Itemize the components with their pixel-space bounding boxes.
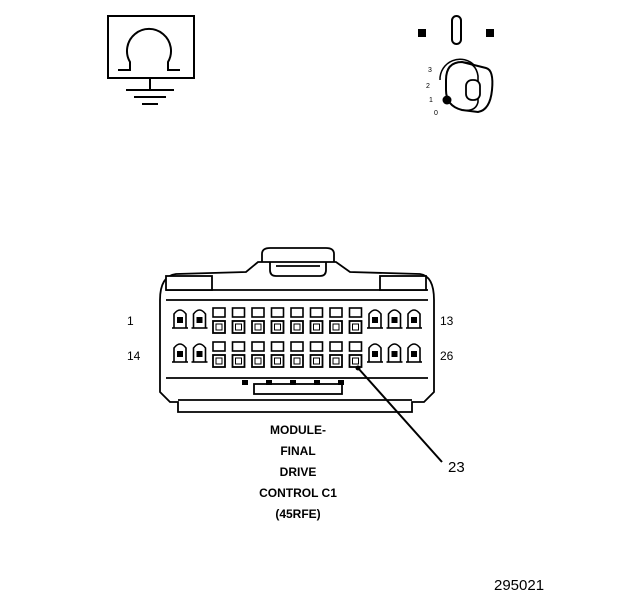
key-position-1: 1 xyxy=(429,97,433,104)
key-position-3: 3 xyxy=(428,67,432,74)
pin-cavity-12 xyxy=(386,309,403,329)
pin-cavity-6 xyxy=(270,307,285,334)
pin-cavity-19 xyxy=(270,341,285,368)
callout-leader-line xyxy=(357,367,443,463)
connector-key-bump xyxy=(314,380,320,385)
pin-label-13: 13 xyxy=(440,314,454,328)
connector-key-bump xyxy=(290,380,296,385)
pin-cavity-25 xyxy=(386,343,403,363)
callout-label-23: 23 xyxy=(448,459,465,476)
pin-cavity-16 xyxy=(212,341,226,368)
connector-key-bump xyxy=(266,380,272,385)
pin-cavity-14 xyxy=(172,343,188,363)
pin-cavity-11 xyxy=(367,309,383,329)
pin-label-14: 14 xyxy=(127,349,141,363)
pin-cavity-8 xyxy=(309,307,324,334)
pin-cavity-5 xyxy=(251,307,265,334)
pin-cavity-17 xyxy=(231,341,246,368)
caption-line-3: DRIVE xyxy=(280,465,317,479)
pin-cavity-4 xyxy=(231,307,246,334)
connector-key-bump xyxy=(338,380,344,385)
connector-pins xyxy=(172,307,422,385)
pin-cavity-9 xyxy=(329,307,343,334)
pin-cavity-18 xyxy=(251,341,265,368)
key-position-0: 0 xyxy=(434,110,438,117)
pin-cavity-24 xyxy=(367,343,383,363)
ground-symbol-icon xyxy=(107,15,195,105)
pin-cavity-20 xyxy=(290,341,304,368)
figure-id: 295021 xyxy=(494,577,544,594)
pin-cavity-7 xyxy=(290,307,304,334)
pin-cavity-10 xyxy=(348,307,363,334)
pin-cavity-1 xyxy=(172,309,188,329)
pin-cavity-23 xyxy=(348,341,363,368)
caption-line-1: MODULE- xyxy=(270,423,326,437)
pin-cavity-21 xyxy=(309,341,324,368)
pin-cavity-15 xyxy=(191,343,208,363)
pin-cavity-26 xyxy=(406,343,422,363)
pin-label-26: 26 xyxy=(440,349,454,363)
caption-line-2: FINAL xyxy=(280,444,315,458)
connector-key-bump xyxy=(242,380,248,385)
connector-body xyxy=(159,247,435,413)
pin-cavity-22 xyxy=(329,341,343,368)
ignition-switch-icon: 3 2 1 0 xyxy=(418,15,494,117)
pin-label-1: 1 xyxy=(127,314,134,328)
pin-cavity-2 xyxy=(191,309,208,329)
caption-line-4: CONTROL C1 xyxy=(259,486,337,500)
pin-cavity-3 xyxy=(212,307,226,334)
caption-line-5: (45RFE) xyxy=(275,507,320,521)
key-position-2: 2 xyxy=(426,83,430,90)
connector-caption: MODULE- FINAL DRIVE CONTROL C1 (45RFE) xyxy=(259,423,337,521)
pin-cavity-13 xyxy=(406,309,422,329)
